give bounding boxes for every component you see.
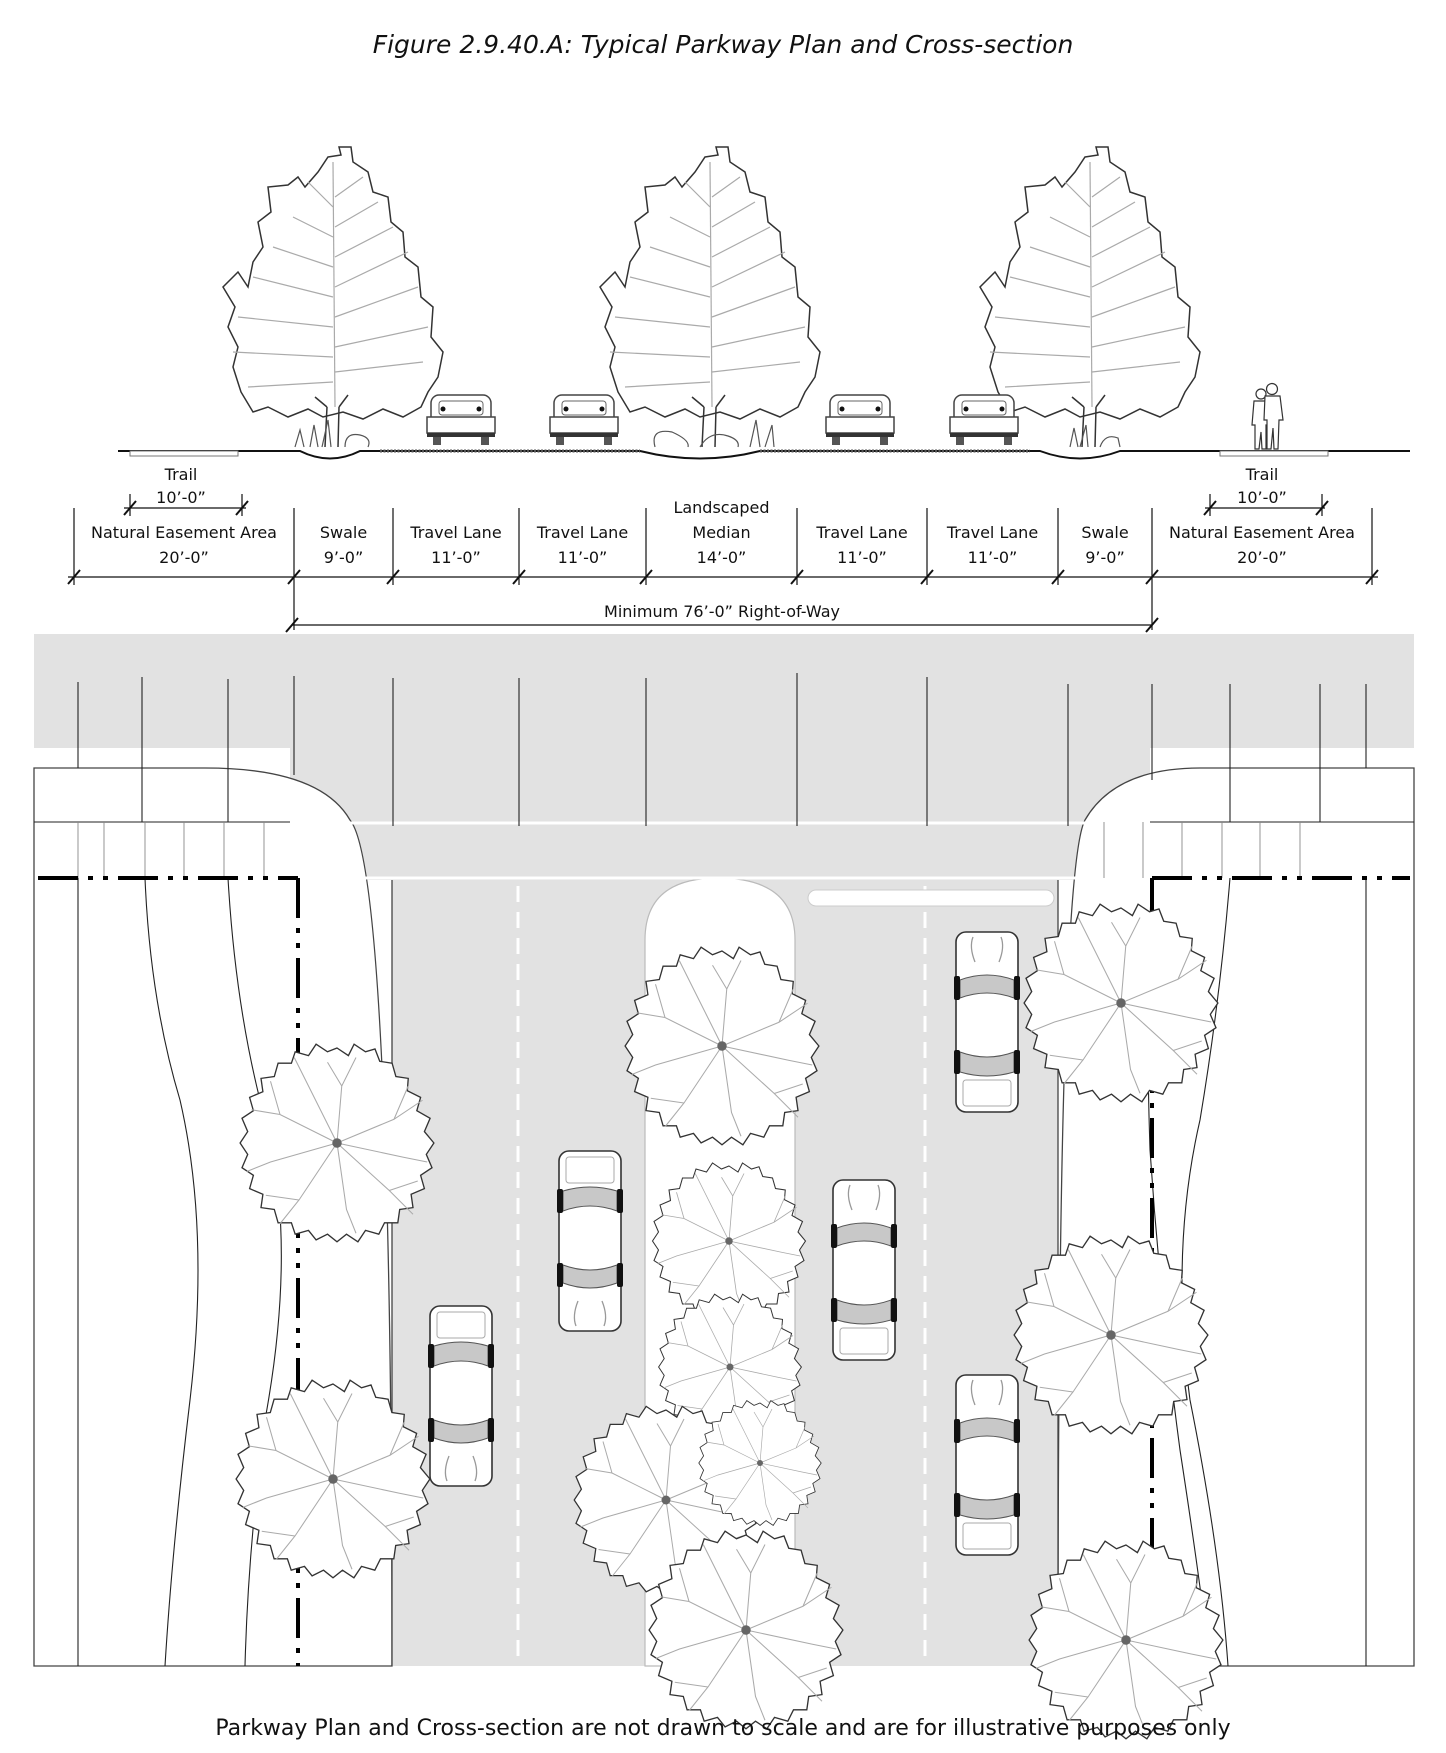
trail-left-label: Trail <box>164 465 198 484</box>
trail-left-surface <box>129 450 239 457</box>
car-front-view-icon <box>426 394 496 446</box>
segment-dimension: 11’-0” <box>837 548 887 567</box>
segment-dimension: 11’-0” <box>431 548 481 567</box>
sidewalk-joints <box>77 822 1301 878</box>
ground-line <box>118 450 1410 460</box>
segment-name: Median <box>692 523 750 542</box>
segment-dimension: 9’-0” <box>324 548 364 567</box>
dimension-tick <box>920 569 934 585</box>
plan-view <box>33 634 1415 1740</box>
segment-name-line1: Landscaped <box>673 498 769 517</box>
segment-name: Swale <box>1081 523 1128 542</box>
trail-left-dimension: 10’-0” <box>156 488 206 507</box>
dimension-tick <box>386 569 400 585</box>
deciduous-tree-elevation-icon <box>599 146 821 448</box>
car-front-view-icon <box>825 394 895 446</box>
dimension-tick <box>639 569 653 585</box>
segment-name: Travel Lane <box>536 523 628 542</box>
segment-label: Travel Lane 11’-0” <box>409 523 501 567</box>
dimension-tick <box>1365 569 1379 585</box>
segment-dimension: 11’-0” <box>968 548 1018 567</box>
dimension-labels: Natural Easement Area 20’-0” Swale 9’-0” Tra… <box>91 498 1355 567</box>
car-top-view-icon <box>830 1179 898 1361</box>
segment-dimension: 20’-0” <box>159 548 209 567</box>
car-top-view-icon <box>427 1305 495 1487</box>
dimension-strings <box>67 494 1379 633</box>
segment-label: Travel Lane 11’-0” <box>536 523 628 567</box>
segment-name: Swale <box>320 523 367 542</box>
segment-label: Travel Lane 11’-0” <box>946 523 1038 567</box>
segment-name: Travel Lane <box>815 523 907 542</box>
segment-name: Natural Easement Area <box>91 523 277 542</box>
median-nose-marking <box>807 889 1055 907</box>
segment-dimension: 20’-0” <box>1237 548 1287 567</box>
dimension-tick <box>67 569 81 585</box>
car-top-view-icon <box>953 1374 1021 1556</box>
footnote: Parkway Plan and Cross-section are not d… <box>215 1716 1231 1741</box>
segment-label: Travel Lane 11’-0” <box>815 523 907 567</box>
dimension-tick <box>1145 569 1159 585</box>
deciduous-tree-elevation-icon <box>222 146 444 448</box>
dimension-tick <box>512 569 526 585</box>
corner-curb-right <box>1057 767 1415 1667</box>
segment-name: Travel Lane <box>409 523 501 542</box>
segment-dimension: 9’-0” <box>1085 548 1125 567</box>
segment-label: Swale 9’-0” <box>320 523 367 567</box>
car-front-view-icon <box>549 394 619 446</box>
car-top-view-icon <box>953 931 1021 1113</box>
trail-right-surface <box>1219 450 1329 457</box>
segment-dimension: 14’-0” <box>697 548 747 567</box>
segment-name: Travel Lane <box>946 523 1038 542</box>
segment-dimension: 11’-0” <box>558 548 608 567</box>
car-front-view-icon <box>949 394 1019 446</box>
dimension-tick <box>287 569 301 585</box>
dimension-tick <box>1051 569 1065 585</box>
car-top-view-icon <box>556 1150 624 1332</box>
dimension-tick <box>790 569 804 585</box>
segment-name: Natural Easement Area <box>1169 523 1355 542</box>
segment-label: Swale 9’-0” <box>1081 523 1128 567</box>
trail-right-dimension: 10’-0” <box>1237 488 1287 507</box>
dimension-tick <box>285 617 299 633</box>
figure-title: Figure 2.9.40.A: Typical Parkway Plan an… <box>372 30 1074 59</box>
right-of-way-label: Minimum 76’-0” Right-of-Way <box>604 602 840 621</box>
cross-street-lane <box>290 748 1150 880</box>
pedestrians-icon <box>1251 382 1284 450</box>
cross-street-lines <box>34 673 1414 826</box>
segment-label: Natural Easement Area 20’-0” <box>91 523 277 567</box>
cross-street-pavement <box>34 634 1414 748</box>
shrub-icon <box>294 419 1121 448</box>
segment-label: Natural Easement Area 20’-0” <box>1169 523 1355 567</box>
cross-section-elevation <box>118 146 1410 460</box>
lane-markings <box>516 886 927 1666</box>
trail-right-label: Trail <box>1245 465 1279 484</box>
